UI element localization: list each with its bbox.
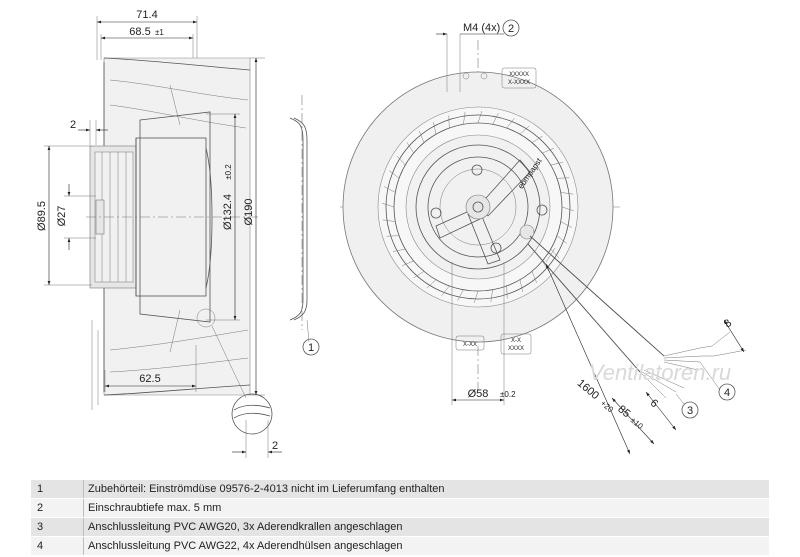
label-top-2: X-XXXX [508, 80, 530, 86]
blade-tick [389, 170, 400, 179]
legend-row: 4 Anschlussleitung PVC AWG22, 4x Aderend… [31, 536, 769, 556]
front-view: ebmpapst XXXXX X-XXXX X-X XXXX X-XX M4 (… [340, 19, 747, 455]
blade-tick [419, 130, 425, 143]
blade-tick [556, 235, 567, 244]
dim-cable-length-tol: +20 [599, 399, 616, 415]
blade-tick [441, 285, 450, 296]
label-bottom-2: XXXX [508, 346, 524, 352]
blade-tick [382, 202, 395, 208]
mount-hole [430, 207, 442, 219]
dim-dia-58-tol: ±0.2 [500, 390, 516, 399]
technical-drawing: 71.4 68.5 ±1 2 Ø89.5 Ø27 Ø132.4 ±0.2 Ø19… [36, 9, 747, 458]
thread-spec: M4 (4x) [463, 22, 500, 34]
blade-tick [531, 135, 543, 143]
dim-detail-2: 2 [272, 440, 278, 452]
blade-ring-ticks [382, 111, 574, 303]
blade-tick [457, 289, 464, 301]
dim-width-total: 71.4 [136, 9, 157, 21]
legend-text: Anschlussleitung PVC AWG22, 4x Aderendhü… [83, 536, 769, 556]
blade-tick [401, 260, 414, 266]
blade-tick [406, 142, 414, 154]
mount-hole [536, 204, 548, 216]
legend-row: 2 Einschraubtiefe max. 5 mm [31, 498, 769, 518]
legend-text: Zubehörteil: Einströmdüse 09576-2-4013 n… [83, 480, 769, 499]
callout-4: 4 [724, 387, 730, 399]
callout-circle-2 [502, 19, 520, 37]
blade-tick [382, 219, 396, 222]
blade-tick [561, 206, 574, 212]
dim-offset-2: 2 [70, 119, 76, 131]
dim-width-inner-tol: ±1 [155, 28, 164, 37]
thread-ref: 2 [508, 23, 514, 35]
blade-tick [550, 248, 560, 259]
blade-tick [477, 111, 483, 124]
blade-tick [463, 111, 466, 125]
label-left: X-XX [463, 342, 477, 348]
label-top-1: XXXXX [509, 72, 529, 78]
dim-dia-89-5: Ø89.5 [36, 201, 48, 231]
side-view: 71.4 68.5 ±1 2 Ø89.5 Ø27 Ø132.4 ±0.2 Ø19… [36, 9, 265, 410]
blade-tick [519, 125, 530, 135]
blade-tick [392, 248, 406, 252]
legend-row: 1 Zubehörteil: Einströmdüse 09576-2-4013… [31, 480, 769, 499]
watermark: Ventilatoren.ru [589, 360, 731, 385]
blade-tick [384, 186, 396, 193]
label-bottom-1: X-X [511, 338, 521, 344]
blade-tick [560, 192, 574, 195]
dim-dia-132-4: Ø132.4 [222, 194, 234, 230]
dim-dia-27: Ø27 [56, 206, 68, 227]
callout-3: 3 [687, 405, 693, 417]
legend-number: 1 [31, 480, 84, 499]
callout-circle-4 [718, 383, 736, 401]
inlet-nozzle-profile: 1 [289, 95, 320, 356]
blade-tick [413, 271, 425, 279]
dim-dia-58: Ø58 [468, 388, 489, 400]
dim-depth-62-5: 62.5 [139, 373, 160, 385]
dim-strip-85-tol: ±10 [629, 416, 645, 432]
mount-hole [471, 164, 483, 176]
callout-circle-1 [302, 338, 320, 356]
legend-number: 4 [31, 536, 84, 556]
blade-tick [519, 279, 523, 293]
mount-hole [490, 242, 502, 254]
dim-strip-8: 8 [722, 317, 734, 330]
blade-tick [531, 271, 537, 284]
blade-tick [492, 113, 499, 125]
callout-circle-3 [681, 401, 699, 419]
legend-text: Einschraubtiefe max. 5 mm [83, 498, 769, 518]
legend-number: 2 [31, 498, 84, 518]
blade-tick [550, 162, 564, 166]
blade-tick [542, 148, 555, 154]
legend-row: 3 Anschlussleitung PVC AWG20, 3x Aderend… [31, 517, 769, 537]
blade-tick [506, 118, 515, 129]
dim-strip-6: 6 [648, 397, 660, 410]
blade-tick [490, 289, 493, 303]
detail-view: 2 [231, 393, 282, 458]
blade-tick [473, 290, 479, 303]
dim-width-inner: 68.5 [129, 26, 150, 38]
dim-dia-190: Ø190 [243, 199, 255, 226]
blade-tick [560, 221, 572, 228]
blade-tick [426, 279, 437, 289]
blade-tick [396, 155, 406, 166]
legend-table: 1 Zubehörteil: Einströmdüse 09576-2-4013… [31, 480, 769, 556]
blade-tick [433, 121, 437, 135]
callout-1: 1 [308, 342, 314, 354]
dim-dia-132-4-tol: ±0.2 [224, 164, 233, 180]
legend-text: Anschlussleitung PVC AWG20, 3x Aderendkr… [83, 517, 769, 537]
legend-number: 3 [31, 517, 84, 537]
